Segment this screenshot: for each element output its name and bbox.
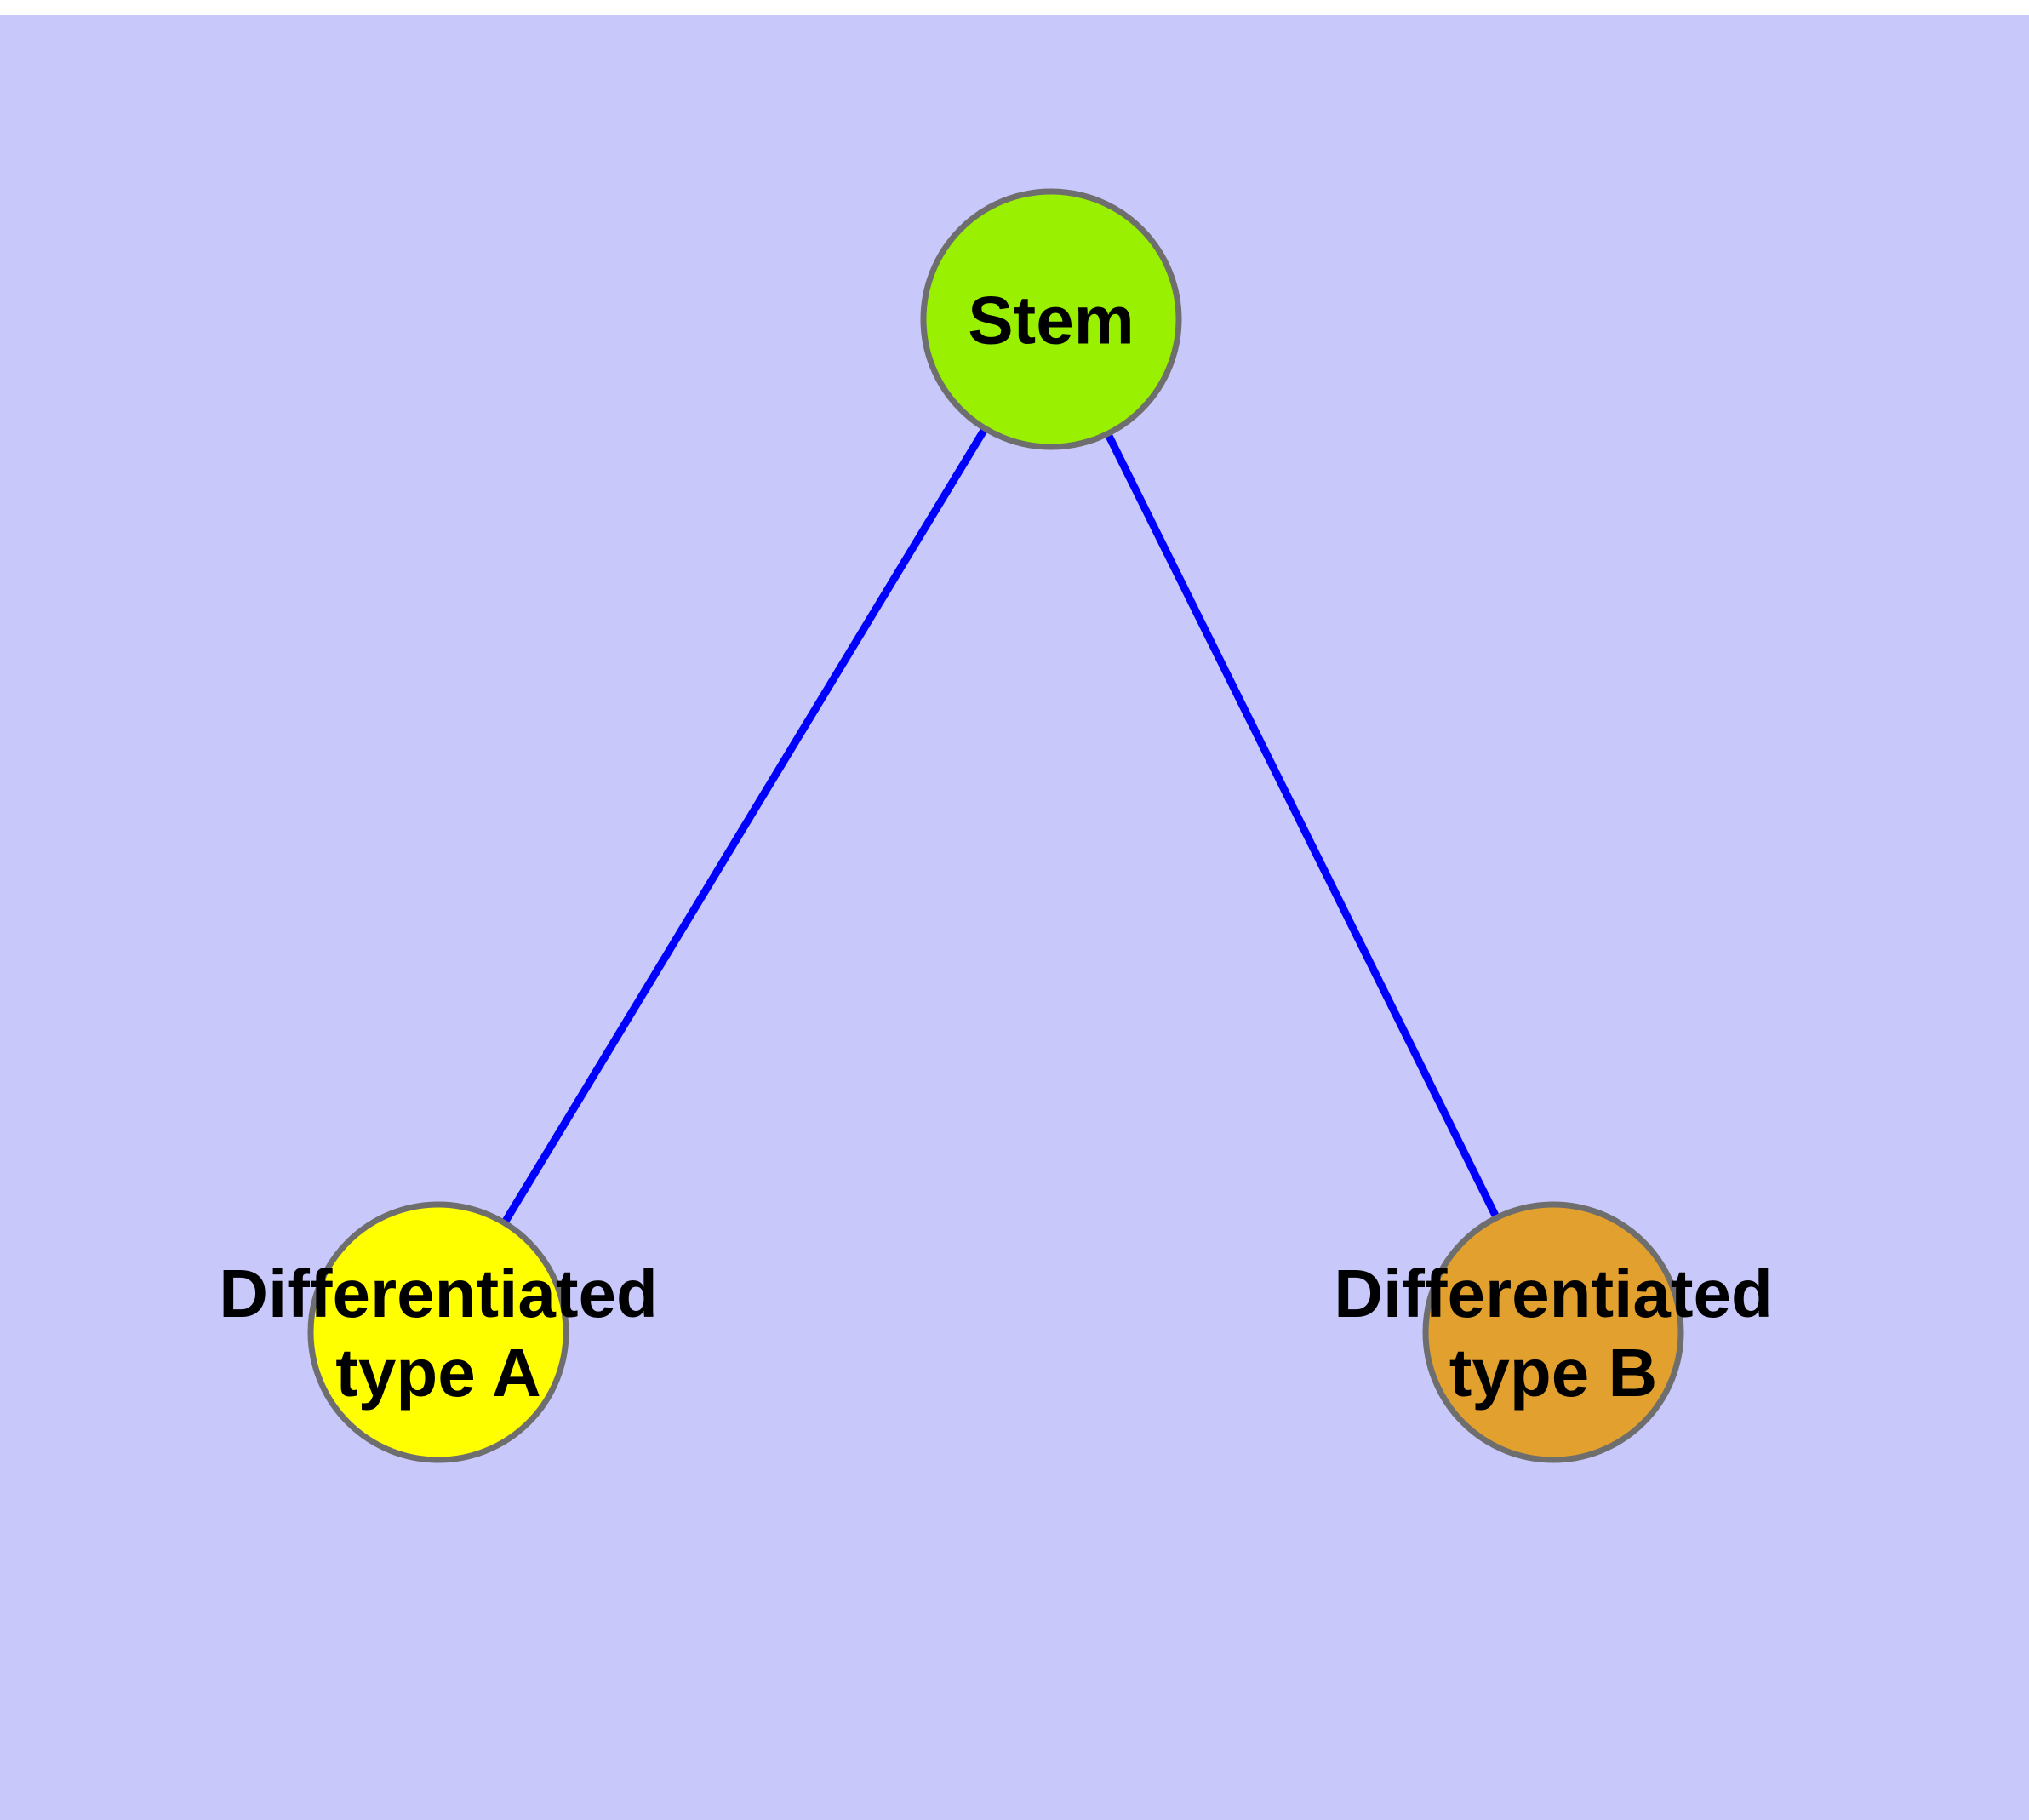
node-circle-stem[interactable] (920, 188, 1182, 450)
node-label-stem: Stem (968, 282, 1135, 358)
node-circle-diff_b[interactable] (1422, 1201, 1684, 1463)
node-label-line: Stem (968, 282, 1135, 358)
node-label-line: Differentiated (1334, 1256, 1773, 1331)
edge-layer (500, 426, 1500, 1225)
edge-stem-diff-b[interactable] (1104, 432, 1500, 1220)
node-label-line: type B (1449, 1335, 1658, 1411)
node-circle-diff_a[interactable] (307, 1201, 569, 1463)
node-label-line: Differentiated (219, 1256, 658, 1331)
node-stem[interactable]: Stem (920, 188, 1182, 450)
node-label-line: type A (335, 1335, 541, 1411)
edge-stem-diff-a[interactable] (500, 426, 989, 1225)
